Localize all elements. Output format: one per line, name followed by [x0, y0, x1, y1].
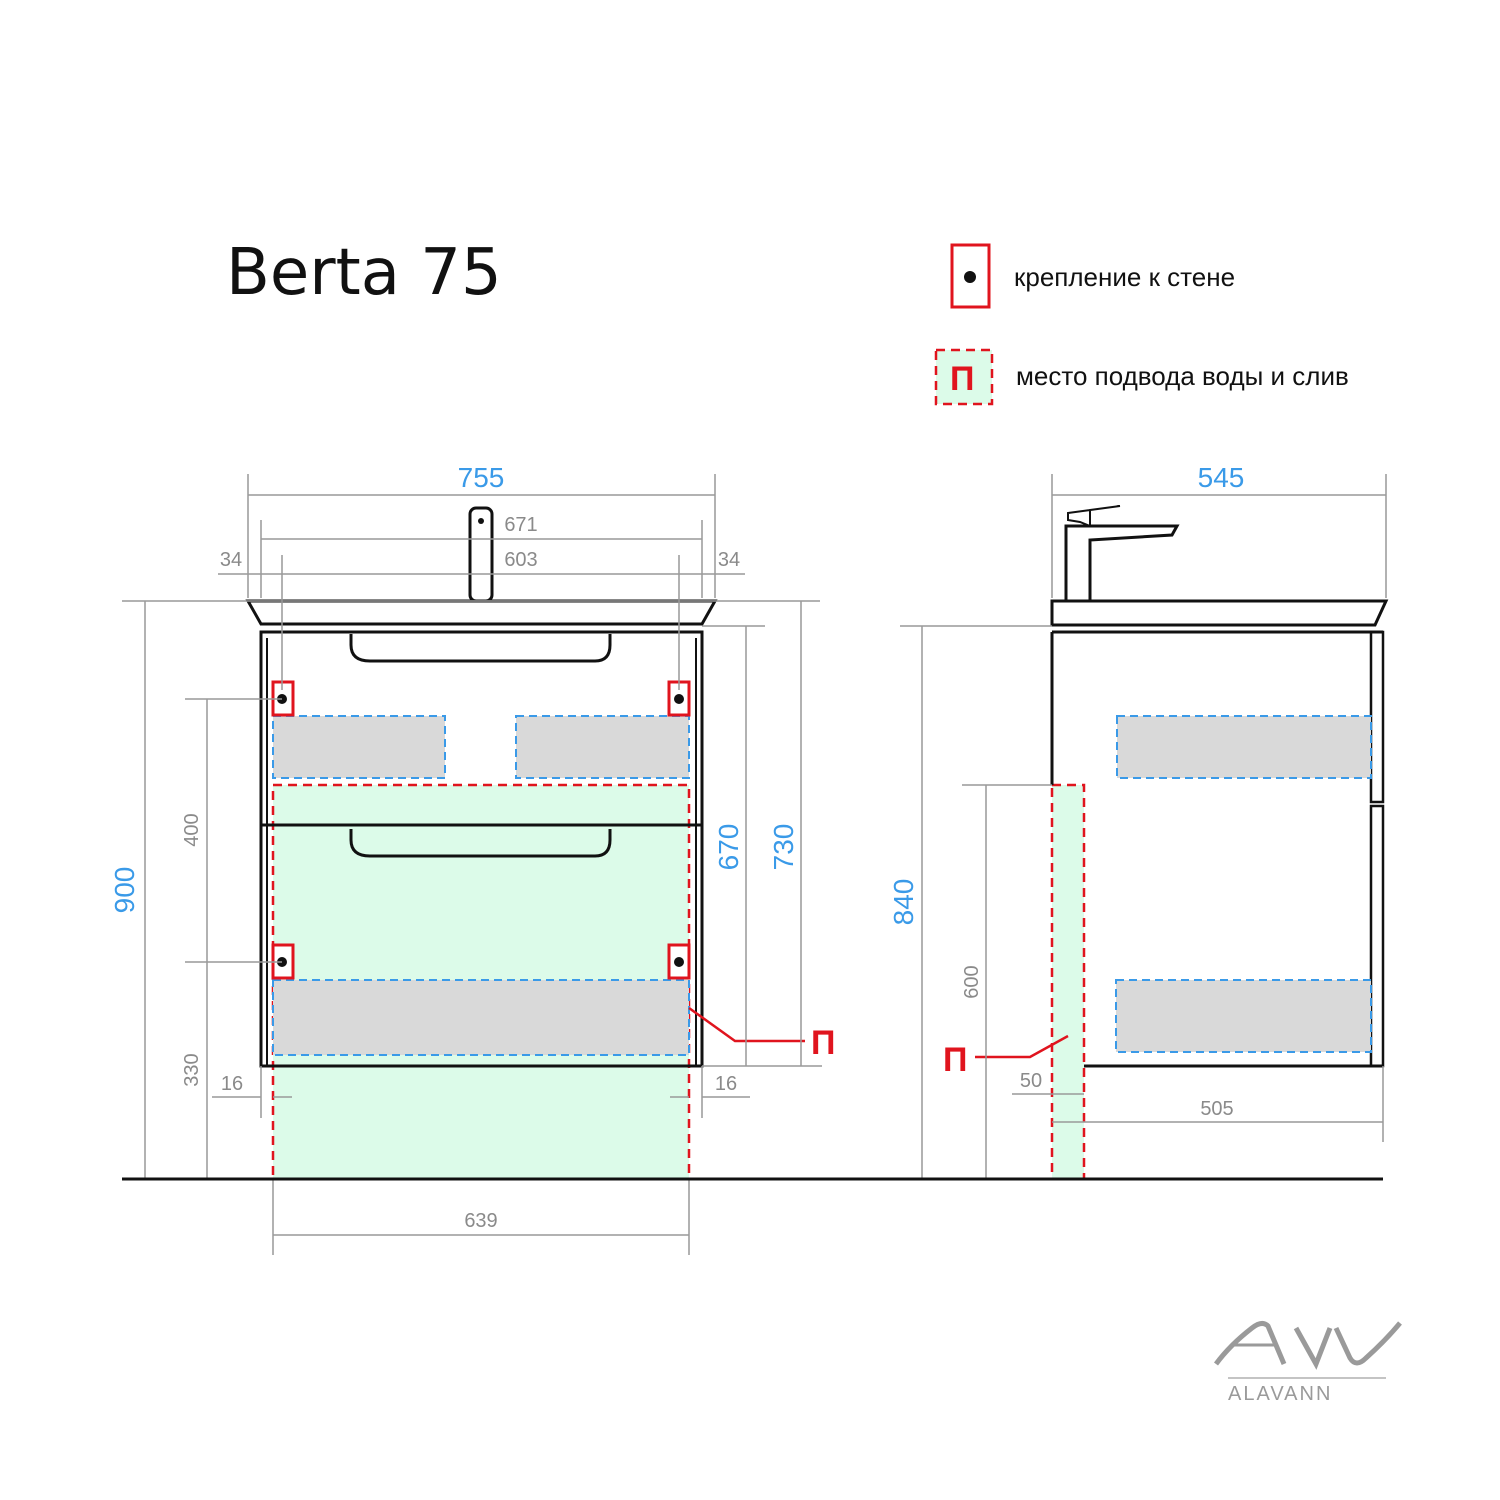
- dim-supply-height: 600: [961, 965, 983, 998]
- water-supply-icon: [934, 348, 994, 406]
- dim-left-inset: 16: [221, 1073, 243, 1095]
- dim-cabinet-height: 670: [713, 824, 744, 871]
- drawer-handle-top: [349, 634, 612, 663]
- dim-total-height: 900: [109, 867, 140, 914]
- side-supply-zone: [1050, 783, 1086, 1181]
- legend-water-supply-label: место подвода воды и слив: [1016, 361, 1349, 391]
- dim-height-with-sink: 730: [768, 824, 799, 871]
- front-drawer-zone-2: [515, 715, 690, 779]
- front-view: П 755 671 603 34 3: [109, 462, 835, 1255]
- legend-wall-mount-label: крепление к стене: [1014, 262, 1235, 292]
- dim-left-offset: 34: [220, 549, 242, 571]
- dim-inner-width: 671: [504, 514, 537, 536]
- dim-supply-width: 50: [1020, 1070, 1042, 1092]
- side-drawer-zone-1: [1116, 715, 1372, 779]
- side-water-marker: П: [943, 1041, 967, 1079]
- product-title: Berta 75: [226, 236, 502, 310]
- front-drawer-zone-1: [272, 715, 446, 779]
- legend: крепление к стене П место подвода воды и…: [934, 243, 1349, 406]
- dim-side-height: 840: [888, 879, 919, 926]
- dim-overall-width: 755: [458, 462, 505, 493]
- drawer-handle-bottom: [349, 829, 612, 858]
- dim-lower-mount-height: 330: [181, 1053, 203, 1086]
- faucet-side-icon: [1064, 524, 1180, 601]
- front-drawer-zone-3: [272, 979, 690, 1056]
- side-drawer-zone-2: [1115, 979, 1372, 1053]
- side-view: П 545 840 600 50 505: [888, 462, 1389, 1181]
- water-symbol: П: [950, 360, 974, 398]
- brand-logo: ALAVANN: [1213, 1320, 1402, 1405]
- dim-mount-spacing: 400: [181, 813, 203, 846]
- wall-mount-icon: [950, 243, 991, 309]
- dim-hole-spacing: 603: [504, 549, 537, 571]
- dim-depth: 545: [1198, 462, 1245, 493]
- dim-cabinet-depth: 505: [1200, 1098, 1233, 1120]
- wall-mount-icon: [667, 943, 691, 980]
- legend-water-supply: П место подвода воды и слив: [934, 348, 1349, 406]
- dim-supply-zone-width: 639: [464, 1210, 497, 1232]
- legend-wall-mount: крепление к стене: [950, 243, 1235, 309]
- front-water-marker: П: [811, 1024, 835, 1062]
- dim-right-inset: 16: [715, 1073, 737, 1095]
- dim-right-offset: 34: [718, 549, 740, 571]
- logo-mark-icon: [1213, 1320, 1287, 1366]
- logo-brand-text: ALAVANN: [1228, 1383, 1332, 1405]
